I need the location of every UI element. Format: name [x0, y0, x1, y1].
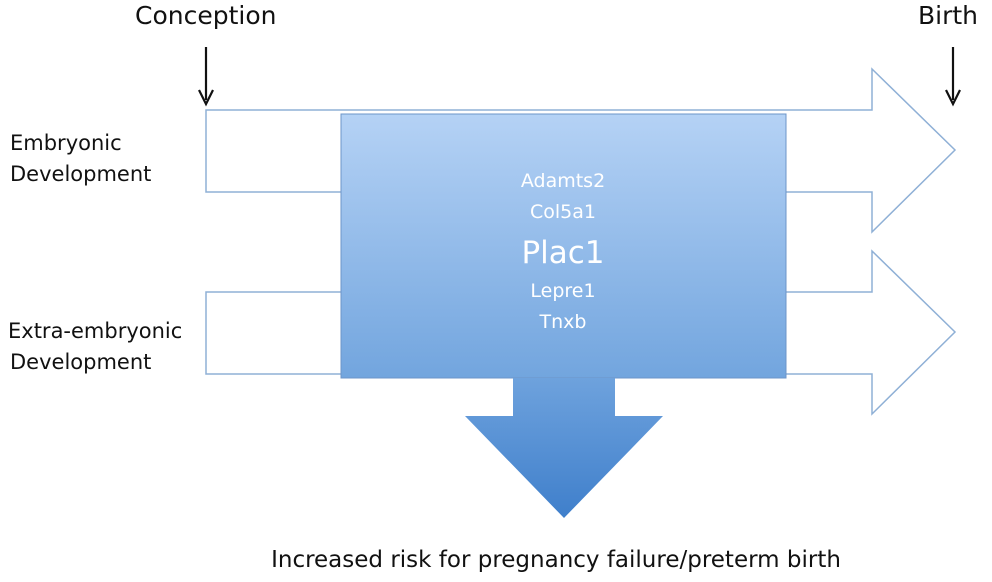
risk-down-arrow — [465, 378, 663, 518]
gene-label-highlighted: Plac1 — [521, 235, 604, 271]
birth-down-arrow-icon — [945, 47, 961, 107]
gene-label: Lepre1 — [530, 280, 595, 302]
birth-label: Birth — [918, 1, 978, 30]
outcome-caption: Increased risk for pregnancy failure/pre… — [271, 547, 841, 573]
gene-label: Adamts2 — [521, 170, 605, 192]
conception-down-arrow-icon — [198, 47, 214, 107]
extra-embryonic-label-line2: Development — [10, 350, 151, 374]
gene-label: Tnxb — [539, 311, 587, 333]
conception-label: Conception — [135, 1, 276, 30]
gene-label: Col5a1 — [530, 201, 596, 223]
embryonic-label-line2: Development — [10, 162, 151, 186]
gene-box — [340, 113, 787, 379]
embryonic-label-line1: Embryonic — [10, 131, 122, 155]
extra-embryonic-label-line1: Extra-embryonic — [8, 319, 182, 343]
